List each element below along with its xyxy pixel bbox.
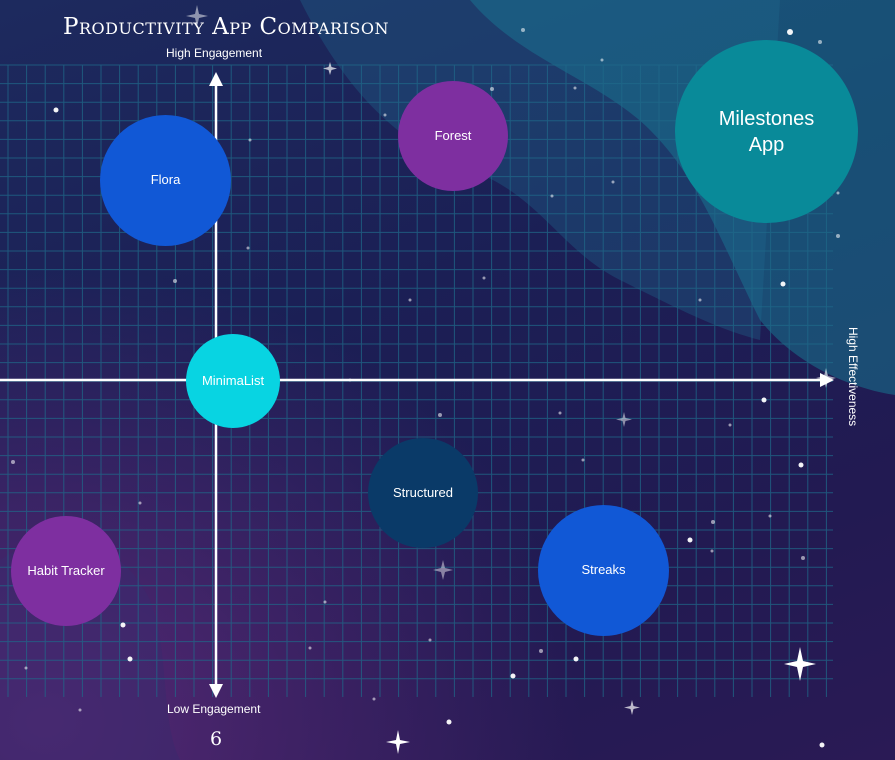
star <box>53 107 59 113</box>
blue-nebula <box>300 0 780 340</box>
star <box>787 29 793 35</box>
bubble-minimalist: MinimaList <box>186 334 280 428</box>
star <box>24 666 28 670</box>
star <box>11 460 15 464</box>
star <box>510 673 516 679</box>
star <box>818 40 822 44</box>
star <box>408 298 412 302</box>
star <box>539 649 543 653</box>
star <box>521 28 525 32</box>
star <box>482 276 486 280</box>
star <box>711 520 715 524</box>
star <box>728 423 732 427</box>
star <box>801 556 805 560</box>
bubble-structured: Structured <box>368 438 478 548</box>
axis-label-low-engagement: Low Engagement <box>167 702 261 716</box>
star <box>573 86 577 90</box>
star <box>127 656 133 662</box>
slide-title: Productivity App Comparison <box>63 14 389 40</box>
star <box>768 514 772 518</box>
star <box>710 549 714 553</box>
axis-label-high-engagement: High Engagement <box>166 46 263 60</box>
bubble-milestones-app: Milestones App <box>675 40 858 223</box>
star <box>550 194 554 198</box>
star <box>687 537 693 543</box>
star <box>581 458 585 462</box>
axis-label-high-effectiveness: High Effectiveness <box>846 327 860 427</box>
star <box>246 246 250 250</box>
star <box>428 638 432 642</box>
bubble-habit-tracker: Habit Tracker <box>11 516 121 626</box>
star <box>308 646 312 650</box>
star <box>372 697 376 701</box>
page-number: 6 <box>210 728 223 750</box>
star <box>138 501 142 505</box>
star <box>698 298 702 302</box>
up-arrowhead <box>209 72 223 86</box>
star <box>446 719 452 725</box>
down-arrowhead <box>209 684 223 698</box>
star <box>761 397 767 403</box>
bubble-flora: Flora <box>100 115 231 246</box>
star-field <box>11 28 840 748</box>
star <box>323 600 327 604</box>
star <box>573 656 579 662</box>
star <box>78 708 82 712</box>
star <box>836 234 840 238</box>
star <box>819 742 825 748</box>
star <box>600 58 604 62</box>
star <box>173 279 177 283</box>
star <box>780 281 786 287</box>
star <box>836 191 840 195</box>
right-arrowhead <box>820 373 834 387</box>
star <box>120 622 126 628</box>
star <box>798 462 804 468</box>
bubble-forest: Forest <box>398 81 508 191</box>
star <box>248 138 252 142</box>
star <box>611 180 615 184</box>
star <box>558 411 562 415</box>
star <box>490 87 494 91</box>
bubble-streaks: Streaks <box>538 505 669 636</box>
star <box>438 413 442 417</box>
star <box>383 113 387 117</box>
